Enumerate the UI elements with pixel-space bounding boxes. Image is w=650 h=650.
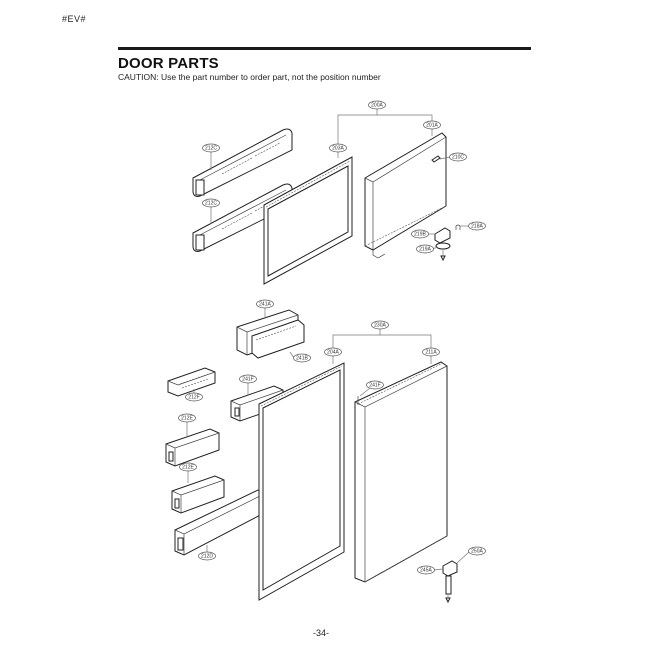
svg-text:245A: 245A (420, 568, 432, 574)
callout-241A: 241A (256, 299, 274, 309)
upper-leader-lines (210, 108, 469, 250)
svg-text:241F: 241F (242, 377, 253, 383)
svg-text:218A: 218A (471, 224, 483, 230)
svg-text:219B: 219B (414, 232, 426, 238)
callout-labels: 200A 201A 203A 212C 212C 210C 218A 219B 219A 241A… (178, 100, 486, 575)
door-gasket-lower (258, 362, 345, 601)
svg-text:211A: 211A (425, 350, 437, 356)
callout-245A: 245A (417, 565, 435, 575)
hinge-lower (442, 560, 458, 604)
svg-text:203A: 203A (332, 146, 344, 152)
callout-212D: 212D (198, 551, 216, 561)
svg-text:212F: 212F (188, 395, 199, 401)
callout-241F: 241F (239, 374, 257, 384)
callout-212C-2: 212C (202, 198, 220, 208)
callout-212C: 212C (202, 143, 220, 153)
svg-text:241F: 241F (369, 383, 380, 389)
page-title: DOOR PARTS (118, 55, 219, 72)
door-upper (364, 132, 447, 259)
callout-218A: 218A (468, 221, 486, 231)
callout-230A: 230A (371, 320, 389, 330)
svg-text:250A: 250A (471, 549, 483, 555)
callout-219A: 219A (416, 244, 434, 254)
callout-211A: 211A (422, 347, 440, 357)
page-number: -34- (313, 628, 330, 638)
callout-212F: 212F (185, 392, 203, 402)
callout-204A: 204A (324, 347, 342, 357)
caution-note: CAUTION: Use the part number to order pa… (118, 72, 381, 82)
svg-text:200A: 200A (371, 103, 383, 109)
svg-text:219A: 219A (419, 247, 431, 253)
callout-200A: 200A (368, 100, 386, 110)
svg-text:204A: 204A (327, 350, 339, 356)
callout-212E: 212E (178, 413, 196, 423)
callout-210C: 210C (449, 152, 467, 162)
svg-text:212C: 212C (205, 201, 217, 207)
svg-text:241B: 241B (296, 356, 308, 362)
egg-tray (167, 367, 216, 397)
callout-219B: 219B (411, 229, 429, 239)
svg-text:212D: 212D (201, 554, 213, 560)
callout-250A: 250A (468, 546, 486, 556)
door-basket-lower-1 (165, 428, 220, 467)
svg-text:201A: 201A (426, 123, 438, 129)
door-gasket-upper (263, 156, 353, 285)
callout-241B: 241B (293, 353, 311, 363)
dairy-box (236, 309, 305, 359)
door-basket-lower-2 (171, 475, 225, 514)
header-rule (118, 47, 531, 50)
door-basket-upper-1 (192, 128, 293, 197)
callout-212E-2: 212E (179, 462, 197, 472)
door-lower (354, 361, 448, 583)
svg-text:230A: 230A (374, 323, 386, 329)
callout-241F-2: 241F (366, 380, 384, 390)
svg-text:212E: 212E (181, 416, 193, 422)
svg-text:212E: 212E (182, 465, 194, 471)
callout-203A: 203A (329, 143, 347, 153)
callout-201A: 201A (423, 120, 441, 130)
svg-text:241A: 241A (259, 302, 271, 308)
svg-text:210C: 210C (452, 155, 464, 161)
hinge-upper (434, 224, 461, 262)
document-id: #EV# (62, 14, 87, 24)
svg-text:212C: 212C (205, 146, 217, 152)
